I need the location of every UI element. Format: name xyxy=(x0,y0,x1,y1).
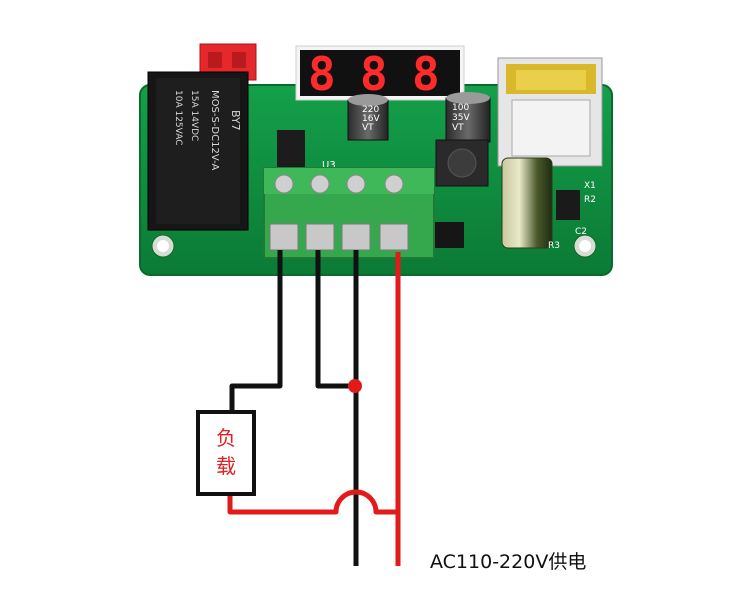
smd-chip xyxy=(434,190,580,248)
display-digit: 8 xyxy=(308,47,336,101)
transformer xyxy=(497,57,603,167)
capacitor-green xyxy=(501,157,553,249)
capacitor-label: VT xyxy=(362,123,374,133)
silkscreen-x1: X1 xyxy=(584,181,596,191)
capacitor-100uf: 100 35V VT xyxy=(445,92,491,143)
relay: BY7 MOS-S-DC12V-A 15A 14VDC 10A 125VAC xyxy=(147,71,249,231)
wire-black-2 xyxy=(315,250,356,389)
silkscreen-u3: U3 xyxy=(322,160,336,171)
capacitor-label: 35V xyxy=(452,113,470,123)
display-digit: 8 xyxy=(360,47,388,101)
wires xyxy=(227,250,401,566)
terminal-clamp xyxy=(269,223,409,251)
silkscreen-r2: R2 xyxy=(584,195,596,205)
capacitor-label: 100 xyxy=(452,103,469,113)
capacitor-label: 220 xyxy=(362,105,379,115)
seven-segment-display: 8 8 8 xyxy=(295,45,465,101)
load-box: 负 载 xyxy=(196,410,256,496)
load-label: 负 xyxy=(216,426,236,450)
display-digit: 8 xyxy=(412,47,440,101)
power-supply-label: AC110-220V供电 xyxy=(430,551,586,573)
load-label: 载 xyxy=(216,454,236,478)
wire-red-load xyxy=(227,489,398,515)
screw-terminal-block xyxy=(263,167,435,259)
capacitor-220uf: 220 16V VT xyxy=(347,94,389,141)
mount-hole-bottom-left-inner xyxy=(157,240,169,252)
junction-dot xyxy=(348,379,362,393)
silkscreen-r3: R3 xyxy=(548,241,560,251)
wire-black-1 xyxy=(229,250,283,412)
relay-rating: 10A 125VAC xyxy=(173,90,183,146)
relay-rating: 15A 14VDC xyxy=(189,90,199,141)
relay-model: MOS-S-DC12V-A xyxy=(209,90,220,170)
capacitor-label: VT xyxy=(452,123,464,133)
capacitor-label: 16V xyxy=(362,114,380,124)
silkscreen-c2: C2 xyxy=(575,227,587,237)
mount-hole-bottom-right-inner xyxy=(579,240,591,252)
transistor xyxy=(277,130,305,170)
terminal-screw xyxy=(274,174,404,194)
relay-brand: BY7 xyxy=(229,110,242,131)
tact-button xyxy=(435,139,489,187)
